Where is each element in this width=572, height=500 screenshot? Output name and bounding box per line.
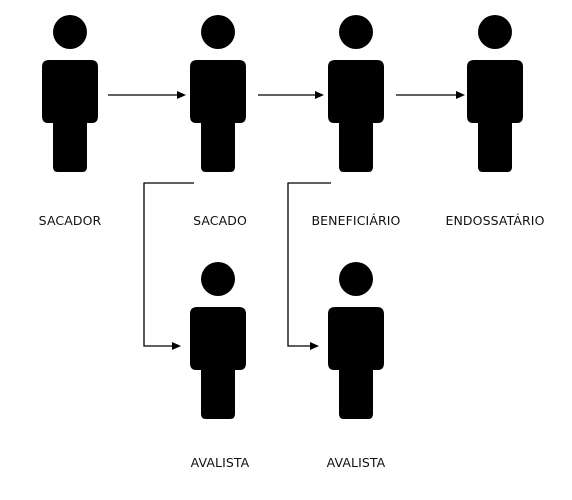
person-icon xyxy=(190,262,246,419)
figure-beneficiario: BENEFICIÁRIO xyxy=(312,15,401,228)
person-icon xyxy=(190,15,246,172)
figure-sacado: SACADO xyxy=(190,15,247,228)
figure-sacador: SACADOR xyxy=(39,15,102,228)
figure-label: AVALISTA xyxy=(191,455,250,470)
connectors xyxy=(108,91,465,350)
arrow-sacado-to-avalista-1 xyxy=(144,183,194,346)
arrowhead-icon xyxy=(172,342,181,350)
person-icon xyxy=(42,15,98,172)
figure-avalista-1: AVALISTA xyxy=(190,262,250,470)
arrow-beneficiario-to-avalista-2 xyxy=(288,183,331,346)
person-icon xyxy=(328,15,384,172)
person-icon xyxy=(328,262,384,419)
figure-label: AVALISTA xyxy=(327,455,386,470)
figure-label: SACADOR xyxy=(39,213,102,228)
arrowhead-icon xyxy=(177,91,186,99)
arrowhead-icon xyxy=(456,91,465,99)
figure-label: BENEFICIÁRIO xyxy=(312,213,401,228)
person-icon xyxy=(467,15,523,172)
arrowhead-icon xyxy=(310,342,319,350)
figure-avalista-2: AVALISTA xyxy=(327,262,386,470)
figure-label: SACADO xyxy=(193,213,247,228)
figure-endossatario: ENDOSSATÁRIO xyxy=(445,15,544,228)
arrowhead-icon xyxy=(315,91,324,99)
figure-label: ENDOSSATÁRIO xyxy=(445,213,544,228)
